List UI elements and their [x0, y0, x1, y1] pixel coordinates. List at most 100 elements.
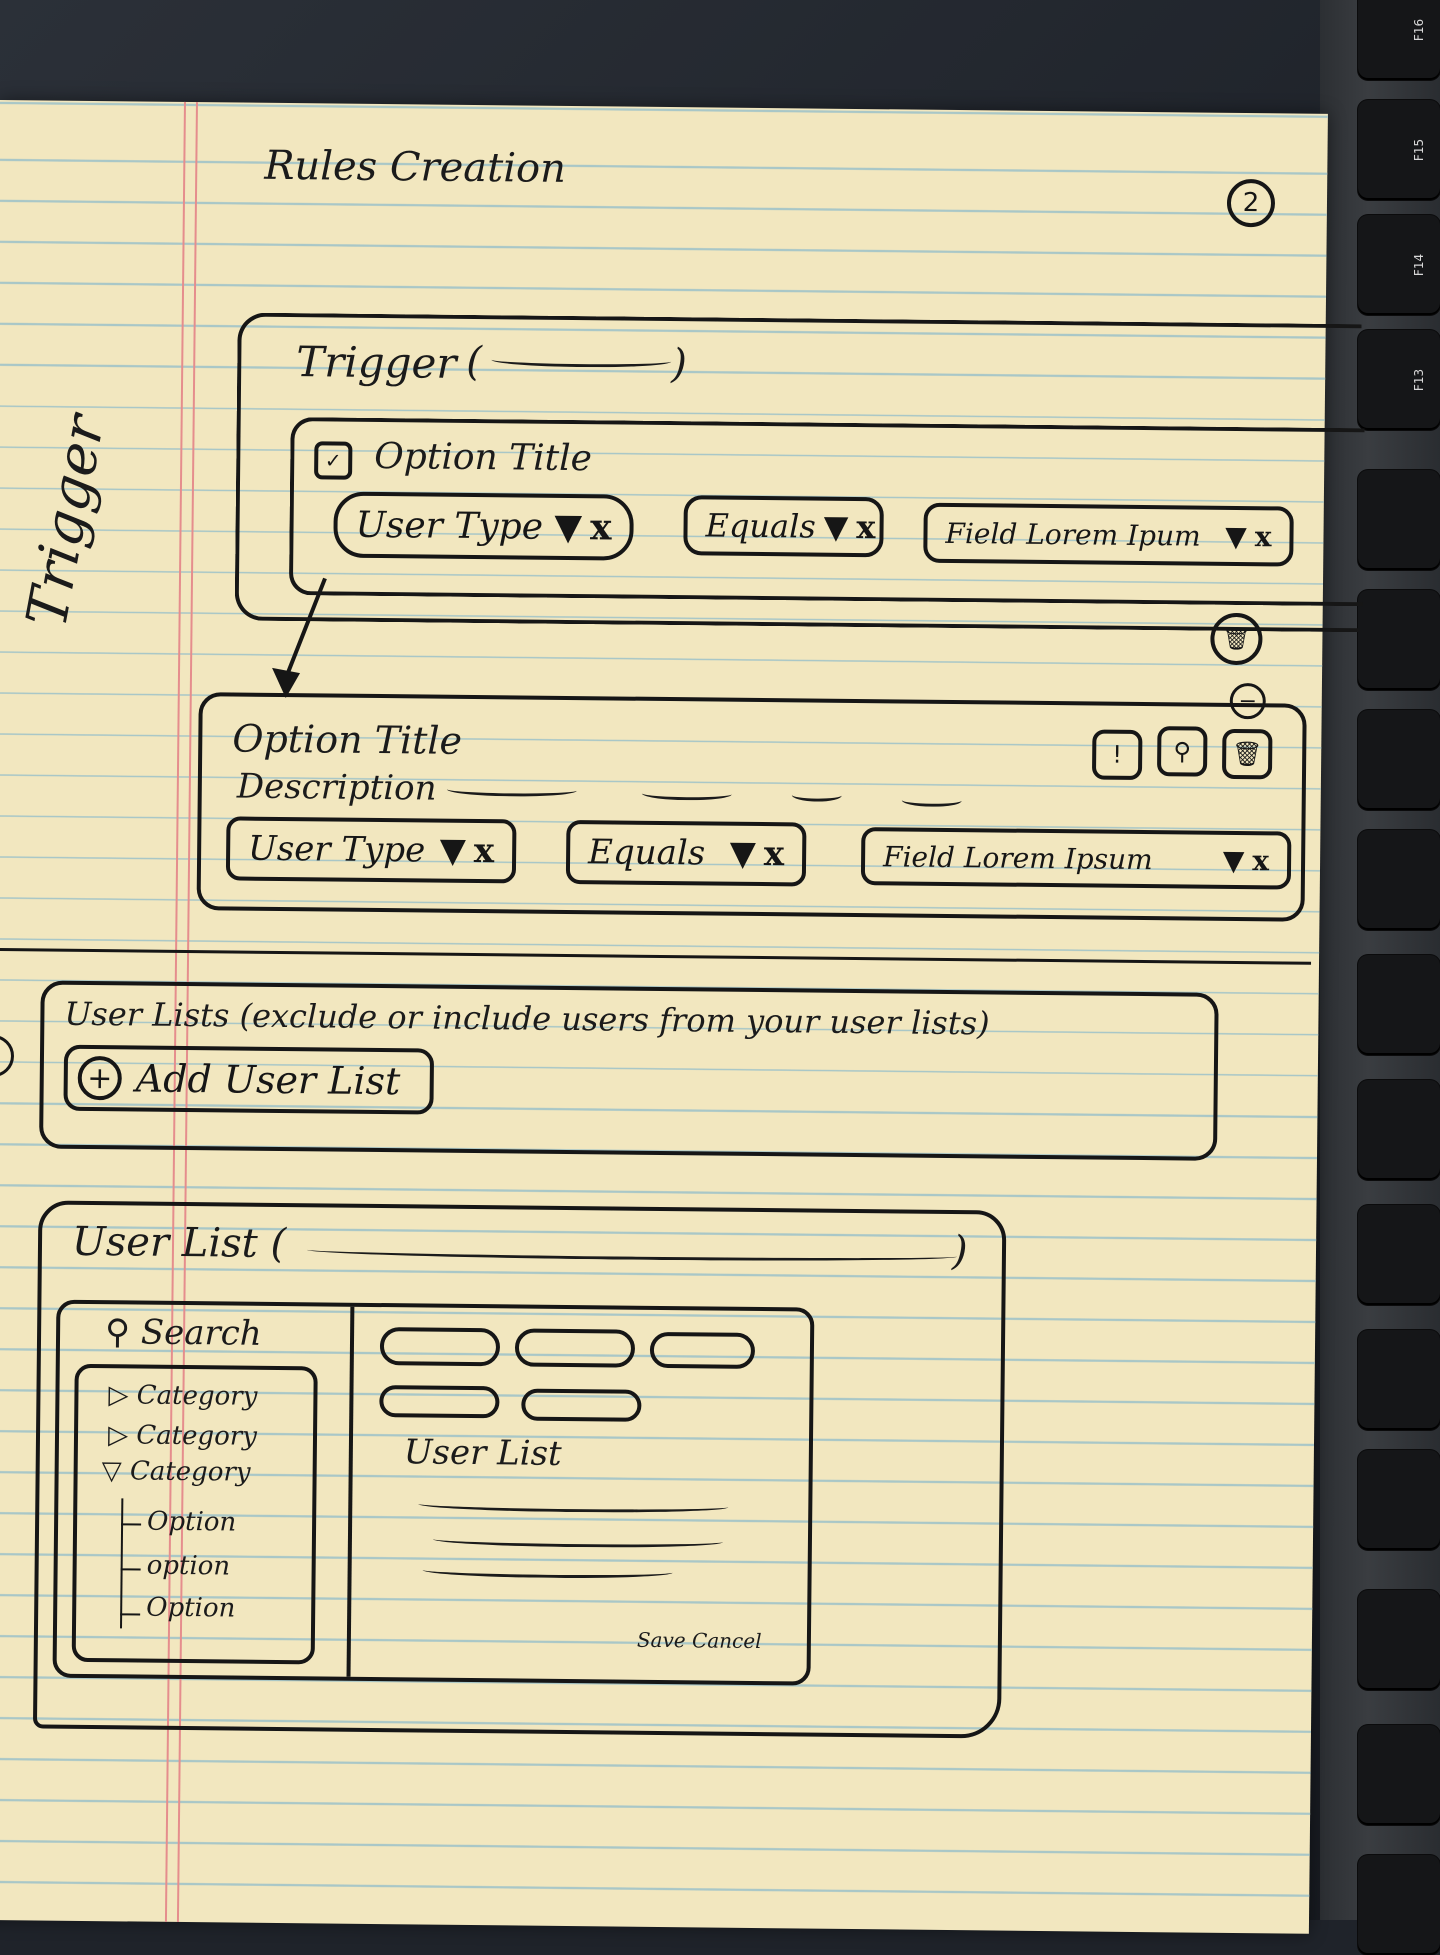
key-fast-forward[interactable]: [1358, 955, 1440, 1055]
dropdown-icon[interactable]: ▼: [729, 833, 757, 874]
tree-arrow-icon: ▷: [108, 1380, 129, 1411]
search-icon[interactable]: ⚲: [1156, 726, 1208, 777]
key-mission-control[interactable]: [1358, 1725, 1440, 1825]
dropdown-icon[interactable]: ▼: [823, 507, 849, 546]
content-squiggle-2: [432, 1532, 724, 1549]
clear-icon[interactable]: x: [589, 506, 612, 549]
notebook-paper: Rules Creation 2 Trigger Trigger ( ) ✓ O…: [0, 100, 1365, 1934]
chip-placeholder[interactable]: [514, 1328, 636, 1368]
key-launchpad[interactable]: [1358, 1590, 1440, 1690]
clear-icon[interactable]: x: [763, 834, 785, 875]
filter-equals-label: Equals: [587, 832, 706, 874]
key-f14[interactable]: F14: [1358, 215, 1440, 315]
dropdown-icon[interactable]: ▼: [439, 830, 467, 871]
trigger-option-card: ✓ Option Title User Type ▼ x Equals ▼ x …: [288, 417, 1365, 607]
tree-connector: [121, 1523, 142, 1526]
user-list-modal: ⚲ Search ▷ Category ▷ Category ▽ Categor…: [52, 1299, 815, 1686]
description-squiggle-1: [446, 782, 577, 798]
tree-item-category[interactable]: ▷ Category: [108, 1380, 258, 1412]
trigger-title: Trigger: [296, 337, 457, 388]
filter-field[interactable]: Field Lorem Ipum ▼ x: [923, 502, 1294, 567]
page-number: 2: [1226, 178, 1276, 228]
key-mute[interactable]: [1358, 470, 1440, 570]
content-squiggle-3: [422, 1563, 673, 1580]
expanded-option-title: Option Title: [232, 716, 463, 763]
search-icon: ⚲: [104, 1312, 142, 1353]
section-divider: [0, 947, 1312, 965]
edit-icon[interactable]: !: [1091, 729, 1143, 780]
plus-circle-icon: +: [77, 1055, 122, 1101]
trigger-paren-close: ): [671, 341, 688, 388]
user-list-subtitle-squiggle: [306, 1243, 958, 1264]
key-rewind[interactable]: [1358, 1205, 1440, 1305]
key-blank-1[interactable]: [1358, 1330, 1440, 1430]
chip-placeholder[interactable]: [379, 1385, 500, 1419]
filter-field-label: Field Lorem Ipum: [945, 516, 1201, 553]
expanded-option-description: Description: [236, 766, 437, 809]
tree-connector: [120, 1613, 141, 1616]
save-cancel-buttons[interactable]: Save Cancel: [636, 1627, 762, 1654]
key-f13[interactable]: F13: [1358, 330, 1440, 430]
trigger-paren-open: (: [466, 338, 483, 386]
search-label: Search: [140, 1312, 262, 1354]
filter-field-label: Field Lorem Ipsum: [882, 839, 1153, 876]
search-box[interactable]: ⚲ Search: [105, 1312, 262, 1354]
clear-icon[interactable]: x: [1254, 519, 1272, 553]
keyboard: F16 F15 F14 F13: [1320, 0, 1440, 1955]
description-squiggle-3: [791, 788, 842, 802]
user-lists-title: User Lists (exclude or include users fro…: [64, 994, 990, 1043]
description-squiggle-2: [641, 786, 732, 801]
tree-connector: [120, 1568, 141, 1571]
delete-icon[interactable]: 🗑: [1221, 728, 1273, 780]
content-title: User List: [403, 1432, 562, 1474]
key-f16[interactable]: F16: [1358, 0, 1440, 80]
trash-icon[interactable]: 🗑: [1210, 612, 1263, 666]
key-brightness[interactable]: [1358, 1855, 1440, 1955]
clear-icon[interactable]: x: [856, 507, 876, 547]
arrow-connector: [272, 577, 327, 699]
content-squiggle-1: [418, 1497, 729, 1514]
filter-equals[interactable]: Equals ▼ x: [565, 819, 807, 887]
clear-icon[interactable]: x: [473, 831, 495, 872]
trigger-option-title: Option Title: [374, 435, 593, 480]
filter-user-type[interactable]: User Type ▼ x: [225, 816, 517, 884]
dropdown-icon[interactable]: ▼: [1225, 519, 1247, 553]
side-label-trigger: Trigger: [14, 410, 118, 633]
trigger-subtitle-squiggle: [491, 353, 672, 369]
key-play-pause[interactable]: [1358, 1080, 1440, 1180]
checkbox-icon[interactable]: ✓: [314, 441, 353, 480]
tree-item-category[interactable]: ▷ Category: [107, 1420, 258, 1452]
dropdown-icon[interactable]: ▼: [1222, 843, 1245, 877]
key-f15[interactable]: F15: [1358, 100, 1440, 200]
expanded-option-card: Option Title Description ! ⚲ 🗑 User Type…: [196, 692, 1307, 922]
tree-item-category[interactable]: ▽ Category: [101, 1456, 251, 1488]
user-list-panel: User List ( ) ⚲ Search ▷ Category ▷ Cate…: [32, 1200, 1007, 1739]
user-list-paren-close: ): [951, 1228, 968, 1275]
add-user-list-button[interactable]: + Add User List: [63, 1044, 435, 1115]
clear-icon[interactable]: x: [1252, 843, 1270, 877]
filter-user-type[interactable]: User Type ▼ x: [333, 491, 634, 561]
tree-option[interactable]: Option: [146, 1506, 237, 1538]
filter-equals-label: Equals: [705, 506, 816, 546]
key-blank-2[interactable]: [1358, 1450, 1440, 1550]
chip-placeholder[interactable]: [649, 1331, 756, 1369]
key-volume-up[interactable]: [1358, 590, 1440, 690]
page-title: Rules Creation: [264, 142, 567, 192]
add-user-list-label: Add User List: [135, 1056, 401, 1104]
key-volume-down[interactable]: [1358, 710, 1440, 810]
filter-field[interactable]: Field Lorem Ipsum ▼ x: [860, 827, 1292, 890]
tree-arrow-icon: ▷: [107, 1420, 129, 1451]
chip-placeholder[interactable]: [521, 1388, 642, 1422]
chip-placeholder[interactable]: [379, 1327, 501, 1367]
key-mute-2[interactable]: [1358, 830, 1440, 930]
tree-connector: [120, 1498, 124, 1629]
trigger-section: Trigger ( ) ✓ Option Title User Type ▼ x…: [234, 312, 1365, 633]
tree-option[interactable]: option: [146, 1550, 231, 1582]
user-list-panel-title: User List (: [71, 1218, 287, 1268]
sidebar-pane: ⚲ Search ▷ Category ▷ Category ▽ Categor…: [56, 1303, 355, 1677]
filter-user-type-label: User Type: [355, 504, 544, 548]
filter-user-type-label: User Type: [247, 828, 426, 871]
dropdown-icon[interactable]: ▼: [554, 505, 583, 549]
tree-option[interactable]: Option: [146, 1592, 236, 1624]
filter-equals[interactable]: Equals ▼ x: [683, 495, 884, 558]
